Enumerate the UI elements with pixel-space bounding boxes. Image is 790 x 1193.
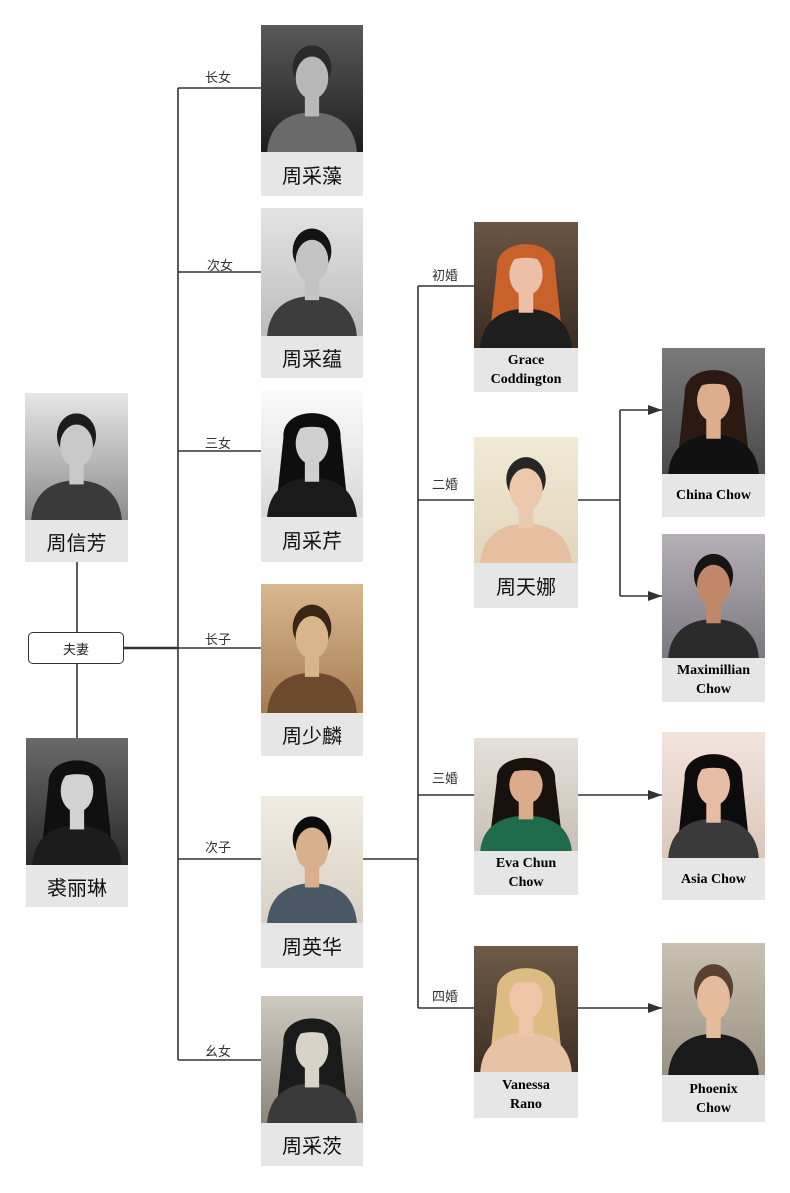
portrait-photo: [25, 393, 128, 520]
grandchild-card: Asia Chow: [662, 732, 765, 900]
spouse-card: Vanessa Rano: [474, 946, 578, 1118]
name-label: 周英华: [261, 923, 363, 968]
grandchild-card: Phoenix Chow: [662, 943, 765, 1122]
grandchild-card: Maximillian Chow: [662, 534, 765, 702]
portrait-silhouette: [267, 413, 357, 517]
portrait-photo: [662, 943, 765, 1075]
name-label: 周采芹: [261, 517, 363, 562]
portrait-silhouette: [32, 760, 122, 865]
portrait-photo: [261, 208, 363, 336]
spouse-card: Grace Coddington: [474, 222, 578, 392]
portrait-silhouette: [267, 45, 357, 152]
child-card: 周采茨: [261, 996, 363, 1166]
portrait-silhouette: [480, 757, 572, 851]
name-label: Eva Chun Chow: [474, 851, 578, 895]
name-label: 周天娜: [474, 563, 578, 608]
spouse-card: 周天娜: [474, 437, 578, 608]
portrait-photo: [474, 437, 578, 563]
portrait-silhouette: [480, 968, 572, 1072]
relation-label: 三女: [205, 437, 232, 452]
mother-card: 裘丽琳: [26, 738, 128, 907]
child-card: 周英华: [261, 796, 363, 968]
portrait-silhouette: [267, 604, 357, 713]
relation-label: 长女: [205, 71, 232, 86]
portrait-photo: [474, 946, 578, 1072]
portrait-silhouette: [267, 816, 357, 923]
name-label: China Chow: [662, 474, 765, 517]
portrait-silhouette: [668, 553, 759, 658]
child-card: 周少麟: [261, 584, 363, 756]
portrait-photo: [662, 534, 765, 658]
relation-label: 三婚: [432, 772, 459, 787]
child-card: 周采蕴: [261, 208, 363, 378]
name-label: Maximillian Chow: [662, 658, 765, 702]
name-label: Vanessa Rano: [474, 1072, 578, 1118]
child-card: 周采芹: [261, 391, 363, 562]
portrait-silhouette: [668, 964, 759, 1075]
portrait-photo: [261, 391, 363, 517]
name-label: 周信芳: [25, 520, 128, 562]
name-label: Phoenix Chow: [662, 1075, 765, 1122]
relation-label: 四婚: [432, 990, 459, 1005]
portrait-silhouette: [668, 754, 759, 858]
name-label: 周采藻: [261, 152, 363, 196]
name-label: Asia Chow: [662, 858, 765, 900]
name-label: Grace Coddington: [474, 348, 578, 392]
relation-label: 次女: [207, 259, 234, 274]
portrait-photo: [474, 738, 578, 851]
portrait-photo: [261, 996, 363, 1123]
portrait-silhouette: [267, 228, 357, 336]
portrait-photo: [261, 584, 363, 713]
portrait-photo: [474, 222, 578, 348]
relation-label: 次子: [205, 841, 232, 856]
portrait-silhouette: [668, 370, 759, 474]
portrait-silhouette: [480, 457, 572, 563]
portrait-photo: [26, 738, 128, 865]
name-label: 周少麟: [261, 713, 363, 756]
portrait-photo: [662, 732, 765, 858]
couple-box: 夫妻: [28, 632, 124, 664]
relation-label: 初婚: [432, 269, 459, 284]
relation-label: 长子: [205, 633, 232, 648]
grandchild-card: China Chow: [662, 348, 765, 517]
portrait-silhouette: [267, 1018, 357, 1123]
child-card: 周采藻: [261, 25, 363, 196]
spouse-card: Eva Chun Chow: [474, 738, 578, 895]
father-card: 周信芳: [25, 393, 128, 562]
name-label: 周采蕴: [261, 336, 363, 378]
relation-label: 二婚: [432, 478, 459, 493]
portrait-silhouette: [480, 244, 572, 348]
portrait-photo: [662, 348, 765, 474]
portrait-photo: [261, 25, 363, 152]
portrait-photo: [261, 796, 363, 923]
portrait-silhouette: [31, 413, 122, 520]
name-label: 周采茨: [261, 1123, 363, 1166]
relation-label: 幺女: [205, 1045, 232, 1060]
name-label: 裘丽琳: [26, 865, 128, 907]
